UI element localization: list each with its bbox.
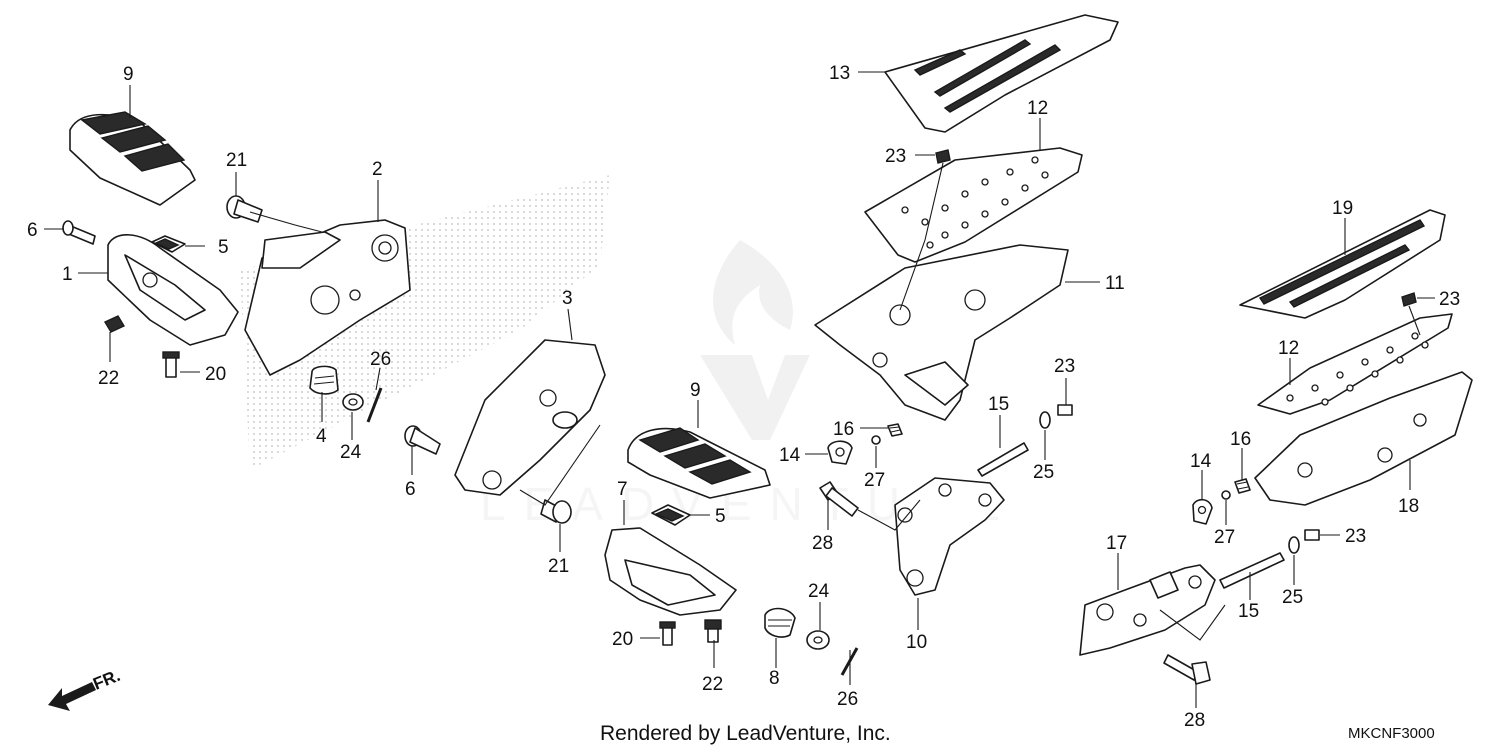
footpeg-1 — [107, 234, 239, 346]
callout-23: 23 — [1439, 289, 1460, 310]
callout-9: 9 — [690, 380, 701, 401]
callout-22: 22 — [98, 368, 119, 389]
callout-24: 24 — [808, 581, 830, 602]
callout-26: 26 — [370, 349, 391, 370]
callout-19: 19 — [1332, 198, 1353, 219]
callout-7: 7 — [617, 479, 628, 500]
screw-20-left — [162, 351, 180, 378]
bolt-21-left — [226, 195, 263, 223]
callout-15: 15 — [988, 394, 1009, 415]
callout-labels: 9 21 2 6 5 1 22 20 26 4 24 3 6 21 9 7 5 … — [27, 63, 1460, 731]
leader-lines — [44, 71, 1435, 708]
heel-guard-3 — [454, 339, 606, 496]
screw-22-left — [103, 315, 126, 333]
screw-23-right — [1057, 404, 1073, 416]
arrow-left-icon — [48, 682, 96, 711]
footboard-top-19 — [1239, 209, 1446, 319]
callout-14: 14 — [1190, 451, 1212, 472]
callout-8: 8 — [769, 668, 780, 689]
ball-27-center — [871, 435, 881, 445]
spring-8 — [764, 607, 796, 638]
callout-11: 11 — [1105, 273, 1125, 294]
callout-6: 6 — [27, 220, 38, 241]
callout-12: 12 — [1278, 338, 1299, 359]
bracket-2 — [244, 219, 411, 376]
ball-27-right — [1221, 490, 1231, 500]
footboard-plate-12-center — [864, 147, 1083, 263]
front-direction-indicator: FR. — [48, 666, 123, 711]
footboard-plate-12-right — [1257, 313, 1453, 415]
bracket-10 — [894, 477, 1005, 596]
callout-12: 12 — [1027, 98, 1048, 119]
render-credit: Rendered by LeadVenture, Inc. — [600, 722, 891, 745]
callout-22: 22 — [702, 674, 723, 695]
callout-26: 26 — [837, 689, 858, 710]
callout-21: 21 — [548, 556, 569, 577]
pin-6-left — [62, 220, 96, 245]
callout-23: 23 — [1054, 356, 1075, 377]
bolt-21-center — [540, 499, 572, 524]
callout-20: 20 — [612, 629, 633, 650]
washer-24-center — [806, 630, 830, 650]
footpeg-rubber-9-center — [627, 427, 771, 499]
spring-16-right — [1234, 478, 1251, 494]
callout-21: 21 — [226, 150, 247, 171]
callout-10: 10 — [906, 632, 927, 653]
bolt-28-right — [1163, 654, 1211, 685]
callout-1: 1 — [62, 264, 73, 285]
footpeg-7 — [604, 527, 737, 616]
footboard-base-18 — [1254, 371, 1473, 506]
callout-15: 15 — [1238, 601, 1259, 622]
callout-13: 13 — [829, 63, 850, 84]
washer-25-center — [1039, 411, 1051, 429]
footboard-top-13 — [884, 14, 1119, 133]
callout-14: 14 — [779, 445, 801, 466]
diagram-code: MKCNF3000 — [1348, 725, 1435, 742]
washer-25-right — [1288, 536, 1300, 554]
callout-27: 27 — [1214, 527, 1235, 548]
footboard-base-11 — [814, 244, 1069, 421]
screw-23-right-top — [1401, 292, 1417, 307]
callout-27: 27 — [864, 470, 885, 491]
callout-16: 16 — [1230, 429, 1251, 450]
screw-22-center — [704, 619, 722, 643]
callout-9: 9 — [123, 64, 134, 85]
screw-23-plate — [935, 149, 951, 164]
callout-28: 28 — [812, 533, 833, 554]
callout-23: 23 — [885, 146, 906, 167]
screw-20-center — [659, 621, 676, 646]
callout-20: 20 — [205, 364, 226, 385]
callout-3: 3 — [562, 288, 573, 309]
callout-24: 24 — [340, 442, 362, 463]
clip-14-right — [1192, 498, 1213, 525]
front-label: FR. — [90, 666, 123, 694]
washer-24-left — [342, 393, 364, 411]
callout-6: 6 — [405, 479, 416, 500]
callout-16: 16 — [833, 419, 854, 440]
callout-5: 5 — [218, 237, 229, 258]
callout-2: 2 — [372, 159, 383, 180]
footpeg-rubber-9-left — [69, 111, 196, 206]
cotter-pin-26-left — [366, 387, 383, 423]
callout-5: 5 — [715, 506, 726, 527]
callout-25: 25 — [1033, 462, 1054, 483]
callout-4: 4 — [316, 426, 327, 447]
pin-15-right — [1219, 552, 1285, 589]
pin-6-center — [404, 425, 441, 455]
pin-15-center — [977, 442, 1029, 477]
callout-28: 28 — [1184, 710, 1205, 731]
screw-23-right-bottom — [1304, 529, 1320, 541]
spring-4-left — [309, 365, 339, 395]
clip-5-left — [151, 235, 186, 253]
spring-16-center — [887, 423, 903, 437]
callout-18: 18 — [1398, 496, 1419, 517]
bolt-28-center — [819, 481, 859, 517]
callout-23: 23 — [1345, 526, 1366, 547]
bracket-17 — [1079, 564, 1216, 656]
callout-17: 17 — [1106, 533, 1127, 554]
callout-25: 25 — [1282, 587, 1303, 608]
clip-14-center — [827, 440, 853, 465]
